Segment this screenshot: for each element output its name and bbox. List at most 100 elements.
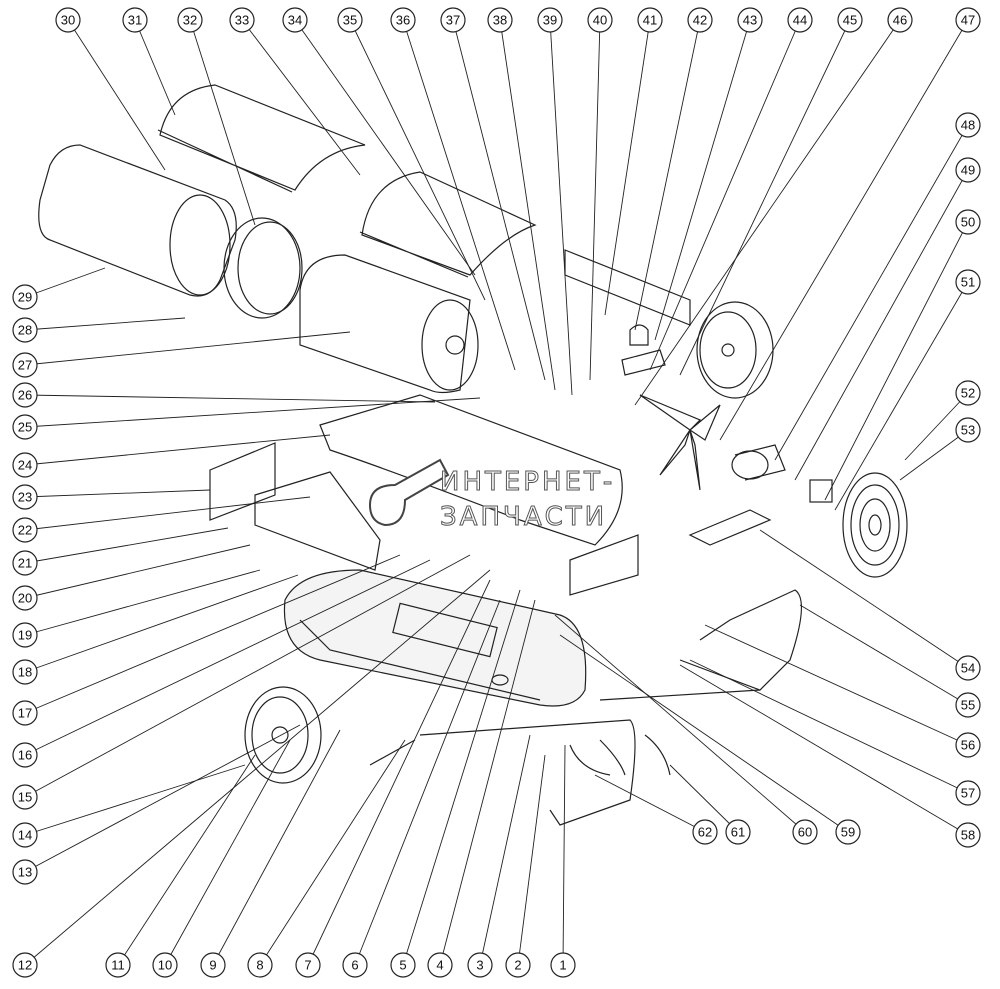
callout-38: 38	[487, 7, 513, 33]
callout-circle	[12, 659, 38, 685]
motor-part	[731, 444, 786, 481]
callout-number: 17	[18, 706, 32, 721]
callout-number: 51	[961, 275, 975, 290]
callout-circle	[687, 7, 713, 33]
callout-circle	[337, 7, 363, 33]
callout-number: 25	[18, 420, 32, 435]
leader-line-61	[669, 764, 739, 833]
callout-circle	[105, 952, 131, 978]
callout-circle	[550, 952, 576, 978]
top-cover-rear-part	[359, 171, 537, 278]
callout-circle	[692, 819, 718, 845]
callout-circle	[282, 7, 308, 33]
callout-number: 7	[304, 958, 311, 973]
callout-25: 25	[12, 414, 38, 440]
callout-circle	[229, 7, 255, 33]
callout-52: 52	[955, 380, 981, 406]
callout-36: 36	[390, 7, 416, 33]
callout-number: 61	[731, 825, 745, 840]
watermark: ИНТЕРНЕТ- ЗАПЧАСТИ	[368, 458, 613, 533]
callout-circle	[200, 952, 226, 978]
leader-line-49	[794, 169, 969, 481]
watermark-logo-icon	[368, 458, 450, 527]
callout-6: 6	[342, 952, 368, 978]
filter-part	[621, 324, 666, 376]
leader-line-32	[189, 19, 256, 226]
callout-number: 46	[893, 13, 907, 28]
callout-circle	[737, 7, 763, 33]
leader-line-14	[24, 764, 246, 836]
callout-number: 28	[18, 323, 32, 338]
leader-line-24	[24, 434, 331, 466]
leader-line-39	[549, 19, 573, 396]
callout-number: 32	[183, 13, 197, 28]
callout-number: 48	[961, 118, 975, 133]
callout-circle	[955, 112, 981, 138]
leader-line-25	[24, 397, 481, 428]
callout-number: 50	[961, 215, 975, 230]
callout-circle	[177, 7, 203, 33]
callout-61: 61	[725, 819, 751, 845]
callout-number: 33	[235, 13, 249, 28]
callout-circle	[955, 780, 981, 806]
leader-line-56	[704, 624, 969, 746]
callout-circle	[295, 952, 321, 978]
callout-circle	[955, 417, 981, 443]
leader-line-12	[24, 569, 491, 966]
leader-line-40	[589, 19, 601, 381]
callout-27: 27	[12, 352, 38, 378]
leader-line-55	[799, 604, 969, 706]
leader-line-31	[134, 19, 176, 116]
callout-number: 19	[18, 628, 32, 643]
callout-circle	[12, 700, 38, 726]
callout-24: 24	[12, 452, 38, 478]
leader-line-50	[824, 221, 969, 501]
callout-53: 53	[955, 417, 981, 443]
leader-line-16	[24, 559, 431, 756]
callout-number: 1	[559, 958, 566, 973]
callout-circle	[955, 269, 981, 295]
callout-number: 27	[18, 358, 32, 373]
callout-number: 42	[693, 13, 707, 28]
callout-number: 38	[493, 13, 507, 28]
callout-40: 40	[587, 7, 613, 33]
callout-number: 57	[961, 786, 975, 801]
callout-number: 55	[961, 698, 975, 713]
callout-circle	[427, 952, 453, 978]
callout-number: 24	[18, 458, 32, 473]
callout-circle	[787, 7, 813, 33]
parts-drawing	[38, 84, 908, 826]
callout-circle	[440, 7, 466, 33]
callout-circle	[12, 284, 38, 310]
callout-circle	[487, 7, 513, 33]
leader-line-46	[634, 19, 901, 406]
callout-29: 29	[12, 284, 38, 310]
fuel-tank-part	[283, 569, 587, 707]
leader-line-54	[759, 529, 969, 669]
callout-circle	[122, 7, 148, 33]
leader-line-35	[349, 19, 486, 301]
outer-shell-part	[38, 144, 237, 297]
callout-5: 5	[390, 952, 416, 978]
callout-number: 43	[743, 13, 757, 28]
leader-line-45	[679, 19, 851, 376]
leader-line-57	[689, 659, 969, 794]
callout-circle	[55, 7, 81, 33]
leader-line-22	[24, 496, 311, 531]
callout-number: 30	[61, 13, 75, 28]
callout-circle	[12, 822, 38, 848]
callout-number: 2	[514, 958, 521, 973]
callout-circle	[637, 7, 663, 33]
side-plate-part	[569, 534, 639, 596]
callout-41: 41	[637, 7, 663, 33]
callout-35: 35	[337, 7, 363, 33]
callout-circle	[12, 517, 38, 543]
leader-line-6	[354, 599, 501, 966]
callout-number: 6	[351, 958, 358, 973]
callout-21: 21	[12, 550, 38, 576]
leader-line-53	[899, 429, 969, 481]
callout-15: 15	[12, 784, 38, 810]
callout-circle	[955, 380, 981, 406]
callout-number: 45	[843, 13, 857, 28]
